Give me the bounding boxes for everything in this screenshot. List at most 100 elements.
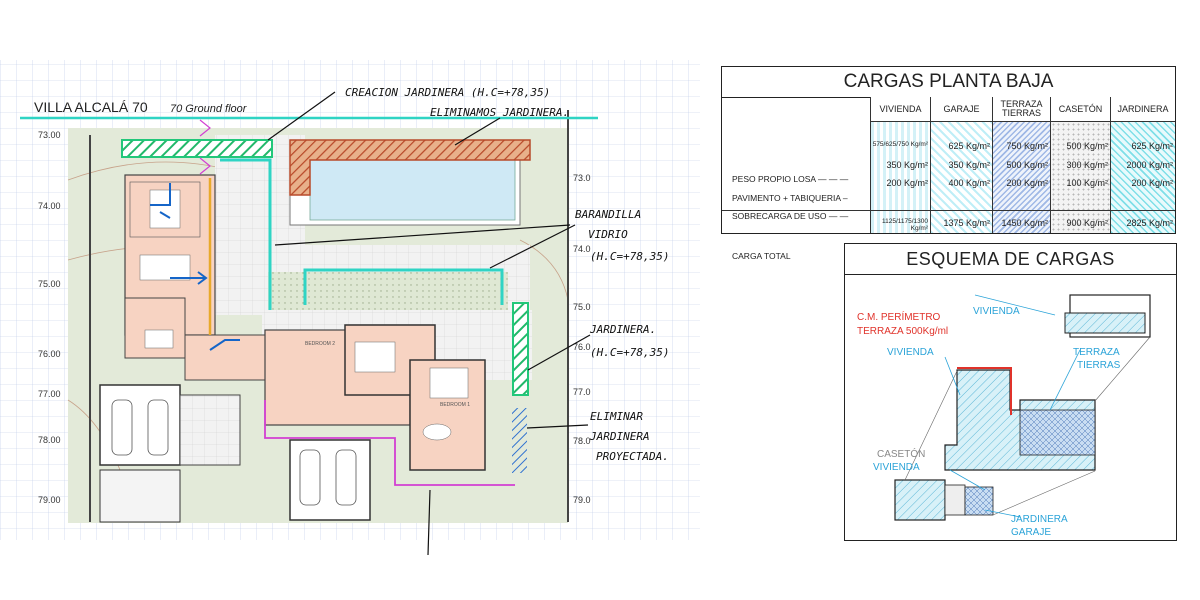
scheme-label-terraza-2: TIERRAS xyxy=(1077,360,1121,371)
cell-value: 2825 Kg/m² xyxy=(1126,218,1173,228)
room-label-bedroom-2: BEDROOM 2 xyxy=(305,341,335,347)
kitchen-island xyxy=(144,329,174,349)
row-label-live-load: SOBRECARGA DE USO — — xyxy=(732,211,849,221)
perimeter-markup xyxy=(264,400,515,486)
load-scheme-drawing xyxy=(894,294,1151,521)
level-label: 73.0 xyxy=(573,173,591,183)
cell-value: 2000 Kg/m² xyxy=(1126,160,1173,170)
scheme-upper-slab xyxy=(1064,312,1146,334)
scheme-perimeter-line xyxy=(957,367,1012,415)
level-label: 76.0 xyxy=(573,342,591,352)
cell-value: 200 Kg/m² xyxy=(886,178,928,188)
scheme-label-jardinera: JARDINERA xyxy=(1011,514,1068,525)
level-label: 73.00 xyxy=(38,130,61,140)
scheme-lower-vivienda xyxy=(894,479,946,521)
car-icon xyxy=(147,399,169,456)
column-terraza-tierras: TERRAZA TIERRAS 750 Kg/m² 500 Kg/m² 200 … xyxy=(992,97,1050,233)
level-label: 75.00 xyxy=(38,279,61,289)
cell-value: 200 Kg/m² xyxy=(1131,178,1173,188)
scheme-caseton xyxy=(944,484,966,516)
column-garaje: GARAJE 625 Kg/m² 350 Kg/m² 400 Kg/m² 137… xyxy=(930,97,992,233)
level-label: 78.0 xyxy=(573,436,591,446)
column-caseton: CASETÓN 500 Kg/m² 300 Kg/m² 100 Kg/m² 90… xyxy=(1050,97,1110,233)
new-planter-markup xyxy=(121,139,273,158)
service-room xyxy=(99,469,181,523)
glass-railing-markup xyxy=(220,158,272,310)
cell-value: 750 Kg/m² xyxy=(1006,141,1048,151)
level-label: 79.0 xyxy=(573,495,591,505)
projected-planter-markup xyxy=(512,408,527,473)
scheme-label-terraza-1: TERRAZA xyxy=(1073,347,1120,358)
row-label-self-weight: PESO PROPIO LOSA — — — xyxy=(732,174,849,184)
cell-value: 625 Kg/m² xyxy=(948,141,990,151)
plan-title: VILLA ALCALÁ 70 xyxy=(34,99,148,115)
level-label: 78.00 xyxy=(38,435,61,445)
scheme-label-vivienda-top: VIVIENDA xyxy=(973,306,1020,317)
level-label: 75.0 xyxy=(573,302,591,312)
garage-2 xyxy=(289,439,371,521)
cell-value: 100 Kg/m² xyxy=(1066,178,1108,188)
plan-subtitle: 70 Ground floor xyxy=(170,103,248,115)
scheme-label-garaje: GARAJE xyxy=(1011,527,1052,538)
car-icon xyxy=(111,399,133,456)
level-label: 77.00 xyxy=(38,389,61,399)
cell-value: 625 Kg/m² xyxy=(1131,141,1173,151)
site-boundary xyxy=(89,110,569,522)
bathtub xyxy=(422,423,452,441)
living-furniture xyxy=(129,181,201,238)
cell-value: 900 Kg/m² xyxy=(1066,218,1108,228)
garden-strip xyxy=(268,272,508,310)
cell-value: 1375 Kg/m² xyxy=(943,218,990,228)
cell-value: 400 Kg/m² xyxy=(948,178,990,188)
level-label: 77.0 xyxy=(573,387,591,397)
glass-railing-markup xyxy=(303,268,504,305)
level-label: 76.00 xyxy=(38,349,61,359)
row-label-total: CARGA TOTAL xyxy=(732,251,791,261)
cell-value: 500 Kg/m² xyxy=(1006,160,1048,170)
floor-plan-drawing: BEDROOM 2 BEDROOM 1 VILLA ALCALÁ 70 70 G… xyxy=(0,60,700,540)
column-jardinera: JARDINERA 625 Kg/m² 2000 Kg/m² 200 Kg/m²… xyxy=(1110,97,1175,233)
column-header: TERRAZA TIERRAS xyxy=(993,97,1050,122)
level-label: 79.00 xyxy=(38,495,61,505)
loads-table-title: CARGAS PLANTA BAJA xyxy=(722,67,1175,98)
level-label: 74.00 xyxy=(38,201,61,211)
cell-value: 350 Kg/m² xyxy=(948,160,990,170)
scheme-label-vivienda-left: VIVIENDA xyxy=(887,347,934,358)
cell-value: 1125/1175/1300 Kg/m² xyxy=(881,218,928,232)
removed-planter-markup xyxy=(289,139,531,196)
scheme-label-cm-2: TERRAZA 500Kg/ml xyxy=(857,326,949,337)
sofa xyxy=(149,189,181,229)
column-header: JARDINERA xyxy=(1111,97,1175,122)
column-header: GARAJE xyxy=(931,97,992,122)
hall xyxy=(184,334,266,381)
section-mark xyxy=(199,119,211,137)
column-vivienda: VIVIENDA 575/625/750 Kg/m² 350 Kg/m² 200… xyxy=(870,97,930,233)
scheme-label-cm-1: C.M. PERÍMETRO xyxy=(857,312,941,323)
loads-table: CARGAS PLANTA BAJA PESO PROPIO LOSA — — … xyxy=(721,66,1176,261)
planter-markup xyxy=(512,302,529,396)
load-scheme-title: ESQUEMA DE CARGAS xyxy=(845,244,1176,275)
cell-value: 350 Kg/m² xyxy=(886,160,928,170)
stairs xyxy=(179,394,241,466)
bed xyxy=(429,367,469,399)
bed xyxy=(354,341,396,373)
total-row-separator xyxy=(722,210,1175,211)
cell-value: 300 Kg/m² xyxy=(1066,160,1108,170)
section-mark xyxy=(199,157,211,175)
car-icon xyxy=(335,449,357,506)
column-header: CASETÓN xyxy=(1051,97,1110,122)
kitchen xyxy=(124,297,186,359)
cell-value: 500 Kg/m² xyxy=(1066,141,1108,151)
car-icon xyxy=(299,449,321,506)
cell-value: 575/625/750 Kg/m² xyxy=(872,141,928,148)
dining-table xyxy=(139,254,191,281)
scheme-terrace xyxy=(1019,409,1096,456)
garage-1 xyxy=(99,384,181,466)
scheme-label-vivienda-bottom: VIVIENDA xyxy=(873,462,920,473)
cell-value: 200 Kg/m² xyxy=(1006,178,1048,188)
room-label-bedroom-1: BEDROOM 1 xyxy=(440,402,470,408)
column-header: VIVIENDA xyxy=(871,97,930,122)
load-scheme-panel: ESQUEMA DE CARGAS xyxy=(844,243,1177,541)
level-label: 74.0 xyxy=(573,244,591,254)
scheme-label-caseton: CASETÓN xyxy=(877,449,926,460)
